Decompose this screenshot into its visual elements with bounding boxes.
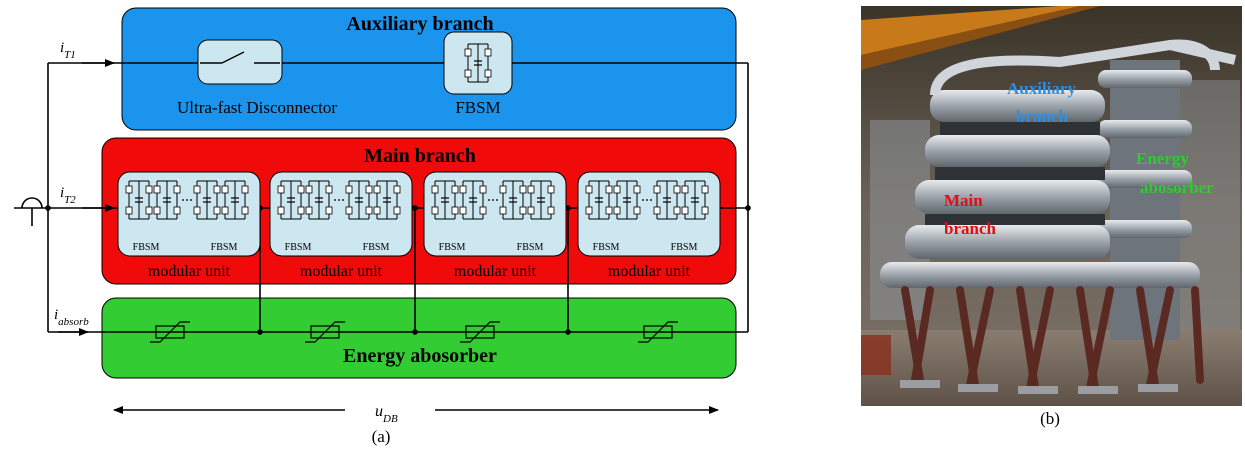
modular-unit: FBSM FBSM modular unit xyxy=(269,171,413,280)
caption-b: (b) xyxy=(1040,409,1060,428)
auxiliary-fbsm-label: FBSM xyxy=(455,98,500,117)
modular-unit: FBSM FBSM modular unit xyxy=(423,171,567,280)
fbsm-label: FBSM xyxy=(671,242,698,253)
photo-label-auxiliary: Auxiliary branch xyxy=(1007,79,1080,126)
current-iT1-label: iT1 xyxy=(60,40,76,61)
caption-a: (a) xyxy=(372,427,391,446)
auxiliary-fbsm-icon xyxy=(443,31,513,95)
panel-a-diagram: Auxiliary branch Main branch Energy abos… xyxy=(14,7,751,446)
energy-absorber-title: Energy abosorber xyxy=(343,345,497,367)
fbsm-label: FBSM xyxy=(439,242,466,253)
fbsm-label: FBSM xyxy=(363,242,390,253)
fbsm-label: FBSM xyxy=(517,242,544,253)
photo-label-energy: Energy abosorber xyxy=(1136,149,1214,197)
fbsm-label: FBSM xyxy=(133,242,160,253)
current-iabsorb-label: iabsorb xyxy=(54,307,89,328)
auxiliary-branch-title: Auxiliary branch xyxy=(346,13,493,35)
fbsm-label: FBSM xyxy=(285,242,312,253)
fbsm-label: FBSM xyxy=(593,242,620,253)
photo-label-main: Main branch xyxy=(944,191,997,238)
modular-unit-label: modular unit xyxy=(300,263,383,280)
auxiliary-branch-box xyxy=(121,7,737,131)
modular-unit-label: modular unit xyxy=(454,263,537,280)
modular-unit-label: modular unit xyxy=(148,263,231,280)
fbsm-label: FBSM xyxy=(211,242,238,253)
terminal-icon xyxy=(21,197,43,226)
current-iT2-label: iT2 xyxy=(60,185,76,206)
modular-unit: FBSM FBSM modular unit xyxy=(117,171,261,280)
modular-unit: FBSM FBSM modular unit xyxy=(577,171,721,280)
main-branch-title: Main branch xyxy=(364,145,476,167)
modular-units: FBSM FBSM modular unit FBSM FBSM modular unit… xyxy=(117,171,721,280)
modular-unit-label: modular unit xyxy=(608,263,691,280)
voltage-label: uDB xyxy=(375,403,398,425)
disconnector-label: Ultra-fast Disconnector xyxy=(177,98,337,117)
disconnector-switch-icon xyxy=(197,39,283,85)
panel-b-photo: Auxiliary branch Energy abosorber Main b… xyxy=(861,6,1242,428)
